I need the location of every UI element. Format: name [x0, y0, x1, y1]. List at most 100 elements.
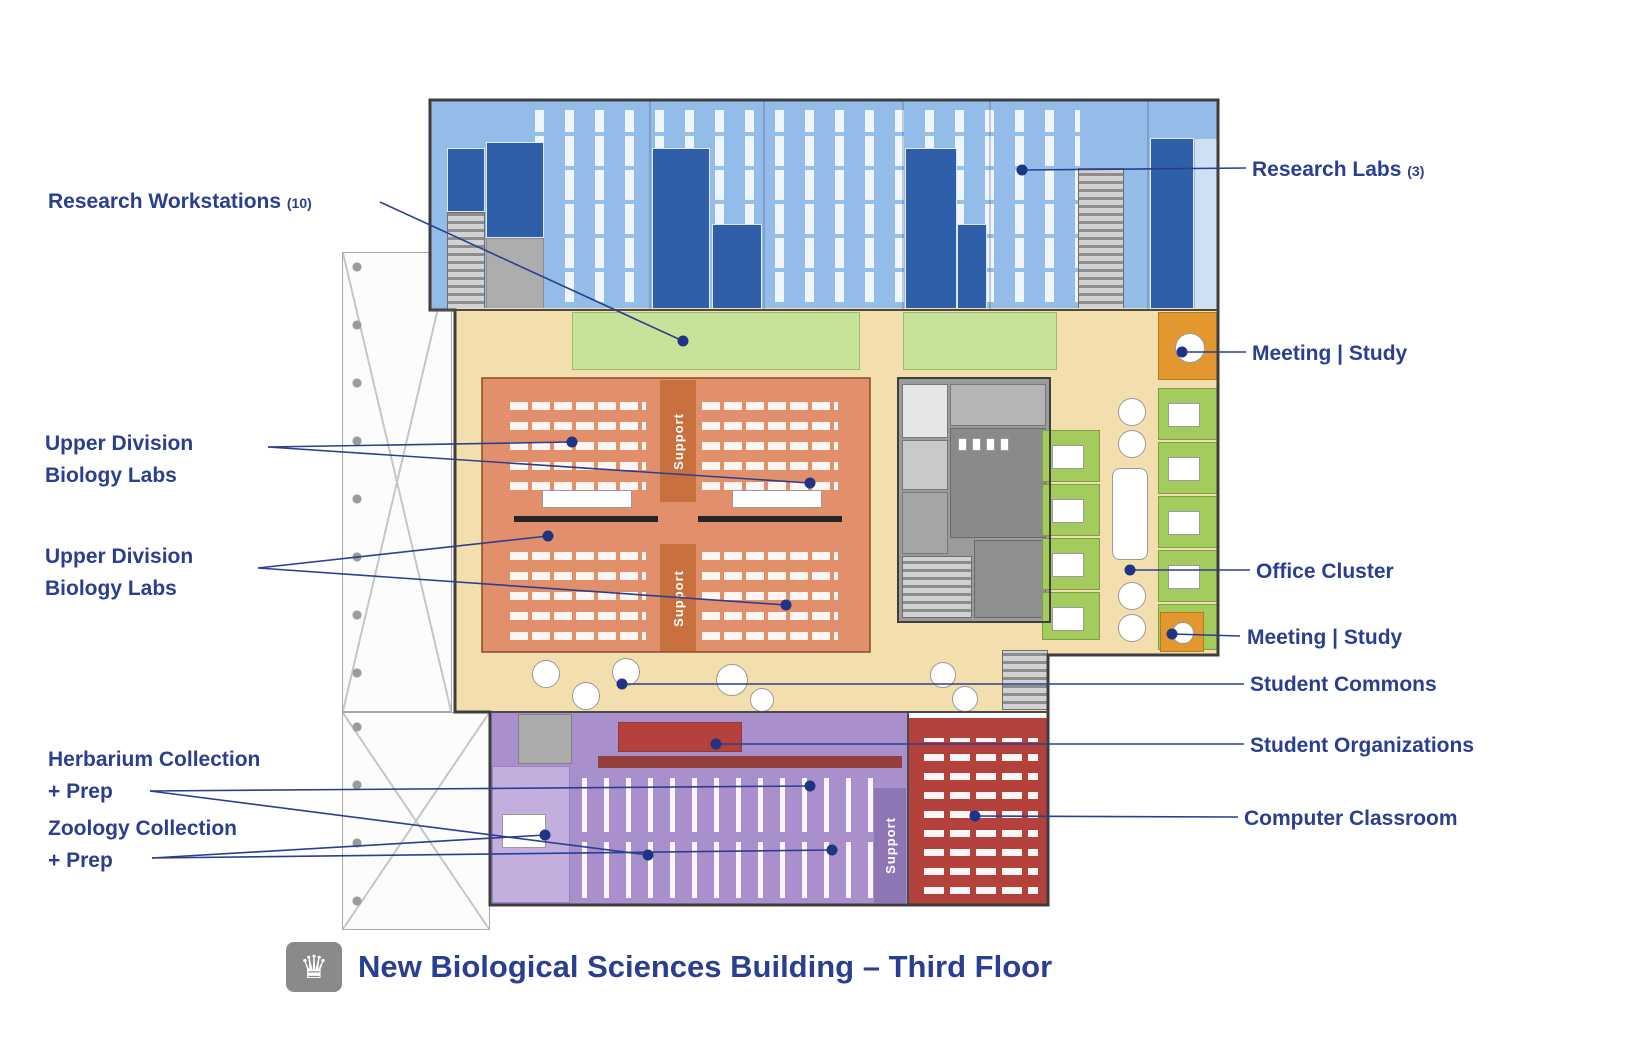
callout-student-commons: Student Commons	[1250, 669, 1437, 701]
meeting-table	[1172, 622, 1194, 644]
callout-research-workstations: Research Workstations (10)	[48, 186, 312, 218]
collection-shelving	[582, 778, 874, 832]
lab-support-room	[652, 148, 710, 310]
support-label-upper: Support	[670, 412, 686, 470]
callout-text-line1: Zoology Collection	[48, 817, 237, 840]
lab-bench-texture	[535, 110, 1080, 306]
zone-student-organizations	[618, 722, 742, 752]
office-room	[1158, 496, 1218, 548]
corridor-table-round	[1118, 430, 1146, 458]
collections-bench-wall	[598, 756, 902, 768]
lab-support-room	[957, 224, 987, 310]
biology-bench-texture	[506, 398, 646, 490]
elevator	[902, 440, 948, 490]
equipment-room	[486, 238, 544, 310]
fixture	[972, 438, 981, 451]
biology-bench-texture	[698, 398, 838, 490]
callout-text: Computer Classroom	[1244, 807, 1458, 830]
callout-meeting-study-top: Meeting | Study	[1252, 338, 1407, 370]
biology-bench-texture	[506, 548, 646, 640]
lab-support-room	[486, 142, 544, 238]
callout-zoology-collection: Zoology Collection + Prep	[48, 813, 237, 876]
fixture	[958, 438, 967, 451]
commons-table	[532, 660, 560, 688]
roof-hatch-area-upper	[342, 252, 452, 712]
classroom-desk-texture	[918, 738, 1038, 894]
corridor-table-long	[1112, 468, 1148, 560]
corridor-table-round	[1118, 582, 1146, 610]
lab-support-room	[1150, 138, 1194, 310]
callout-count: (3)	[1407, 163, 1425, 179]
callout-text-line2: + Prep	[48, 779, 113, 803]
office-room	[1158, 550, 1218, 602]
elevator	[902, 384, 948, 438]
callout-text: Research Workstations	[48, 190, 282, 213]
page-title: New Biological Sciences Building – Third…	[358, 949, 1053, 984]
callout-computer-classroom: Computer Classroom	[1244, 803, 1458, 835]
core-stairs	[902, 556, 972, 618]
fixture	[1000, 438, 1009, 451]
crown-logo-icon: ♛	[286, 942, 342, 992]
lab-support-room	[712, 224, 762, 310]
corridor-table-round	[1118, 398, 1146, 426]
callout-count: (10)	[286, 195, 312, 211]
biology-bench-texture	[698, 548, 838, 640]
lab-support-room	[447, 148, 485, 212]
callout-text-line2: Biology Labs	[45, 576, 177, 600]
callout-text: Research Labs	[1252, 158, 1402, 181]
callout-herbarium-collection: Herbarium Collection + Prep	[48, 744, 260, 807]
callout-text-line1: Herbarium Collection	[48, 748, 261, 771]
meeting-table	[1175, 333, 1205, 363]
teaching-island	[542, 490, 632, 508]
commons-table	[572, 682, 600, 710]
commons-table	[716, 664, 748, 696]
stairs-commons	[1002, 650, 1048, 710]
commons-table	[930, 662, 956, 688]
callout-text: Office Cluster	[1256, 560, 1394, 583]
lab-alcove	[1194, 138, 1218, 310]
callout-text: Student Organizations	[1250, 734, 1475, 757]
callout-text-line1: Upper Division	[45, 432, 194, 455]
office-room	[1158, 442, 1218, 494]
callout-student-organizations: Student Organizations	[1250, 730, 1474, 762]
collection-shelving	[582, 842, 874, 898]
crown-glyph: ♛	[299, 949, 329, 985]
fixture	[986, 438, 995, 451]
callout-text-line2: + Prep	[48, 848, 113, 872]
callout-research-labs: Research Labs (3)	[1252, 154, 1424, 186]
office-room	[1042, 430, 1100, 482]
collections-elevator	[518, 714, 572, 764]
prep-bench	[502, 814, 546, 848]
callout-office-cluster: Office Cluster	[1256, 556, 1394, 588]
callout-text: Meeting | Study	[1252, 342, 1408, 365]
zone-research-workstations-east	[903, 312, 1057, 370]
callout-upper-division-labs-b: Upper Division Biology Labs	[45, 541, 193, 604]
stairs-west	[447, 212, 485, 310]
core-room	[902, 492, 948, 554]
roof-hatch-area-lower	[342, 712, 490, 930]
callout-text: Student Commons	[1250, 673, 1437, 696]
callout-text-line1: Upper Division	[45, 545, 194, 568]
caption-row: ♛ New Biological Sciences Building – Thi…	[286, 942, 1052, 992]
lab-bench-wall	[698, 516, 842, 522]
office-room	[1042, 484, 1100, 536]
office-room	[1042, 592, 1100, 640]
core-room	[974, 540, 1046, 618]
teaching-island	[732, 490, 822, 508]
callout-text: Meeting | Study	[1247, 626, 1403, 649]
callout-meeting-study-bottom: Meeting | Study	[1247, 622, 1402, 654]
lab-bench-wall	[514, 516, 658, 522]
commons-table	[750, 688, 774, 712]
commons-table	[952, 686, 978, 712]
callout-upper-division-labs-a: Upper Division Biology Labs	[45, 428, 193, 491]
lab-support-room	[905, 148, 957, 310]
commons-table	[612, 658, 640, 686]
callout-text-line2: Biology Labs	[45, 463, 177, 487]
corridor-table-round	[1118, 614, 1146, 642]
core-room	[950, 384, 1046, 426]
office-room	[1042, 538, 1100, 590]
zone-research-workstations-west	[572, 312, 860, 370]
support-label-lower: Support	[670, 569, 686, 627]
support-label-collections: Support	[882, 817, 898, 874]
